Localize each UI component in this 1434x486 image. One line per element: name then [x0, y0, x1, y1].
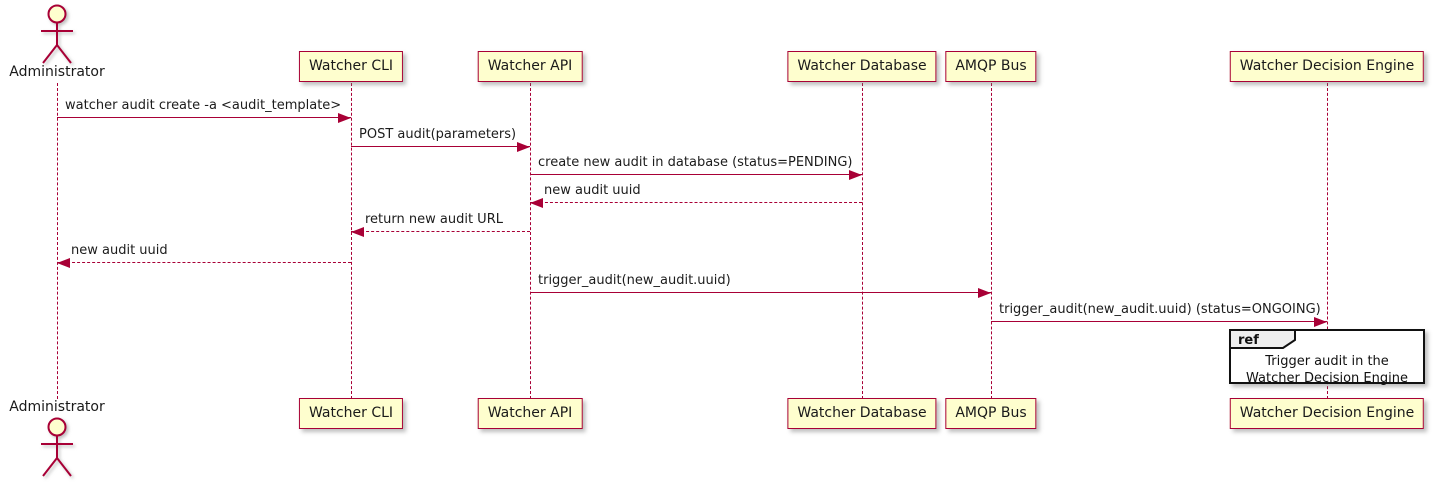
message-label-6: new audit uuid — [71, 243, 168, 258]
message-label-4: new audit uuid — [544, 183, 641, 198]
participant-box-top-wde: Watcher Decision Engine — [1229, 51, 1425, 82]
participant-box-top-amqp: AMQP Bus — [945, 51, 1037, 82]
message-line-4 — [530, 202, 862, 203]
message-line-3 — [530, 174, 862, 175]
message-line-8 — [991, 321, 1327, 322]
message-arrowhead-1 — [338, 112, 351, 123]
participant-box-bottom-amqp: AMQP Bus — [945, 398, 1037, 429]
ref-text-line: Trigger audit in the — [1265, 354, 1389, 369]
message-arrowhead-6 — [57, 257, 70, 268]
message-arrowhead-8 — [1314, 316, 1327, 327]
participant-box-bottom-db: Watcher Database — [787, 398, 937, 429]
message-line-5 — [351, 231, 530, 232]
lifeline-cli — [350, 83, 352, 399]
message-arrowhead-3 — [849, 169, 862, 180]
participant-box-top-cli: Watcher CLI — [298, 51, 404, 82]
actor-label-top-admin: Administrator — [9, 64, 105, 80]
ref-text-line: Watcher Decision Engine — [1246, 371, 1408, 386]
lifeline-amqp — [990, 83, 992, 399]
participant-box-bottom-wde: Watcher Decision Engine — [1229, 398, 1425, 429]
message-line-1 — [57, 117, 351, 118]
actor-icon-bottom-admin — [41, 417, 73, 477]
message-arrowhead-2 — [517, 141, 530, 152]
lifeline-db — [861, 83, 863, 399]
message-label-1: watcher audit create -a <audit_template> — [65, 98, 342, 113]
message-line-2 — [351, 146, 530, 147]
lifeline-admin — [56, 83, 58, 399]
message-label-8: trigger_audit(new_audit.uuid) (status=ON… — [999, 302, 1321, 317]
participant-box-bottom-cli: Watcher CLI — [298, 398, 404, 429]
message-label-3: create new audit in database (status=PEN… — [538, 155, 853, 170]
participant-box-top-db: Watcher Database — [787, 51, 937, 82]
ref-keyword-tab: ref — [1229, 329, 1296, 349]
actor-label-bottom-admin: Administrator — [9, 399, 105, 415]
participant-box-top-api: Watcher API — [477, 51, 583, 82]
ref-keyword: ref — [1238, 333, 1259, 348]
message-label-7: trigger_audit(new_audit.uuid) — [538, 273, 731, 288]
message-line-6 — [57, 262, 351, 263]
lifeline-api — [529, 83, 531, 399]
message-line-7 — [530, 292, 991, 293]
participant-box-bottom-api: Watcher API — [477, 398, 583, 429]
message-label-5: return new audit URL — [365, 212, 503, 227]
lifeline-wde — [1326, 83, 1328, 399]
message-label-2: POST audit(parameters) — [359, 127, 517, 142]
message-arrowhead-4 — [530, 197, 543, 208]
actor-icon-top-admin — [41, 4, 73, 64]
message-arrowhead-5 — [351, 226, 364, 237]
message-arrowhead-7 — [978, 287, 991, 298]
